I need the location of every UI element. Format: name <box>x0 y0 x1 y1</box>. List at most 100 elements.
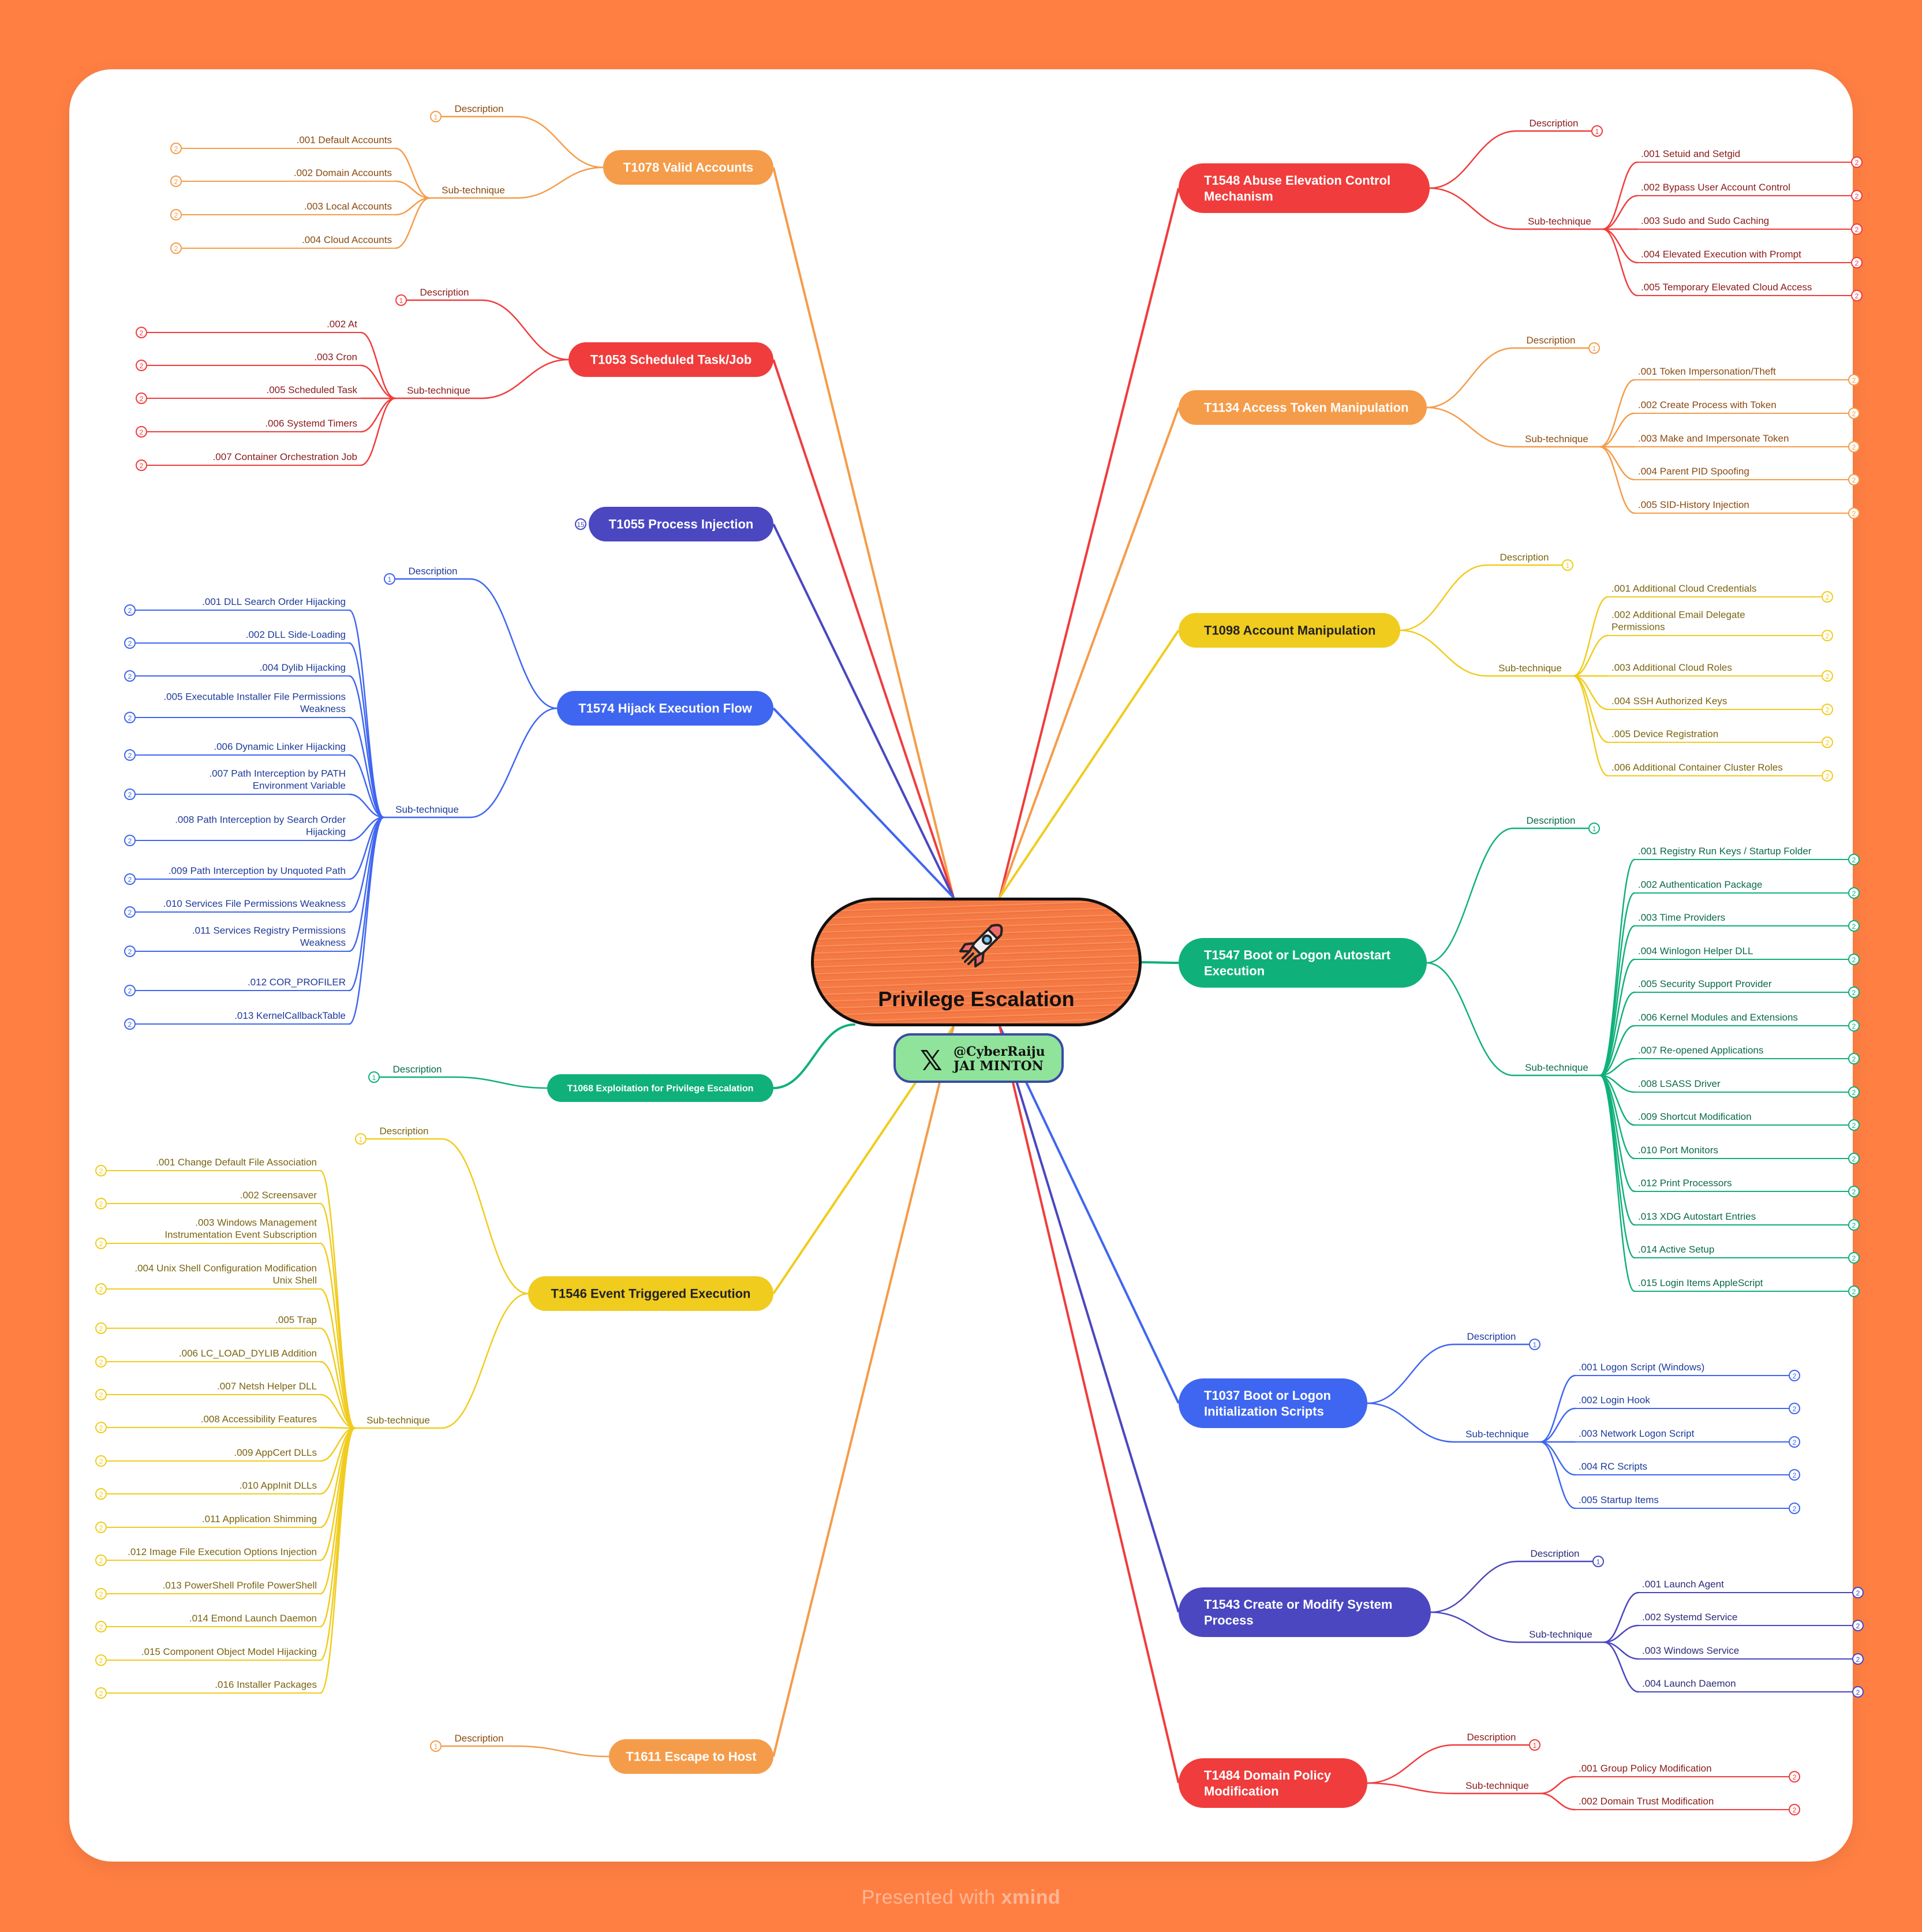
count-badge[interactable]: 2 <box>124 906 136 918</box>
count-badge[interactable]: 2 <box>124 604 136 616</box>
subtechnique-node[interactable]: Sub-technique <box>1487 663 1573 677</box>
count-badge[interactable]: 2 <box>1848 1219 1860 1231</box>
count-badge[interactable]: 2 <box>124 873 136 885</box>
count-badge[interactable]: 2 <box>1848 1119 1860 1131</box>
count-badge[interactable]: 2 <box>1848 887 1860 899</box>
count-badge[interactable]: 2 <box>1851 257 1863 268</box>
subtechnique-node[interactable]: Sub-technique <box>384 804 470 819</box>
topic-t1068[interactable]: T1068 Exploitation for Privilege Escalat… <box>547 1074 773 1102</box>
count-badge[interactable]: 2 <box>170 209 182 221</box>
count-badge[interactable]: 2 <box>124 946 136 957</box>
count-badge[interactable]: 2 <box>95 1554 107 1566</box>
count-badge[interactable]: 1 <box>1529 1339 1540 1350</box>
count-badge[interactable]: 1 <box>395 294 407 306</box>
count-badge[interactable]: 2 <box>1848 920 1860 932</box>
subtechnique-leaf[interactable]: .001 Logon Script (Windows)2 <box>1575 1362 1800 1381</box>
count-badge[interactable]: 2 <box>124 670 136 682</box>
count-badge[interactable]: 1 <box>430 1740 442 1752</box>
subtechnique-node[interactable]: Sub-technique <box>1517 1629 1604 1643</box>
subtechnique-leaf[interactable]: .012 Image File Execution Options Inject… <box>95 1546 320 1566</box>
central-topic[interactable]: Privilege Escalation <box>811 898 1142 1026</box>
count-badge[interactable]: 2 <box>1852 1653 1864 1665</box>
subtechnique-node[interactable]: Sub-technique <box>430 185 517 199</box>
subtechnique-node[interactable]: Sub-technique <box>1454 1780 1540 1795</box>
count-badge[interactable]: 2 <box>124 637 136 649</box>
count-badge[interactable]: 2 <box>1848 507 1860 519</box>
count-badge[interactable]: 2 <box>1851 156 1863 168</box>
count-badge[interactable]: 2 <box>1789 1403 1800 1414</box>
count-badge[interactable]: 2 <box>95 1389 107 1400</box>
count-badge[interactable]: 1 <box>1562 559 1573 571</box>
author-credit-badge[interactable]: 𝕏 @CyberRaiju JAI MINTON <box>893 1033 1064 1083</box>
count-badge[interactable]: 1 <box>1529 1739 1540 1751</box>
count-badge[interactable]: 2 <box>95 1238 107 1249</box>
count-badge[interactable]: 2 <box>95 1687 107 1699</box>
subtechnique-leaf[interactable]: .004 Unix Shell Configuration Modificati… <box>95 1262 320 1295</box>
count-badge[interactable]: 2 <box>124 789 136 800</box>
count-badge[interactable]: 2 <box>1848 954 1860 965</box>
count-badge[interactable]: 2 <box>95 1322 107 1334</box>
count-badge[interactable]: 2 <box>1848 1153 1860 1164</box>
count-badge[interactable]: 1 <box>430 111 442 122</box>
subtechnique-node[interactable]: Sub-technique <box>1454 1429 1540 1443</box>
topic-t1546[interactable]: T1546 Event Triggered Execution <box>528 1276 773 1311</box>
subtechnique-node[interactable]: Sub-technique <box>395 385 482 399</box>
count-badge[interactable]: 2 <box>1789 1771 1800 1782</box>
count-badge[interactable]: 2 <box>1822 770 1833 782</box>
count-badge[interactable]: 2 <box>136 393 147 404</box>
topic-t1053[interactable]: T1053 Scheduled Task/Job <box>569 342 773 377</box>
count-badge[interactable]: 2 <box>95 1588 107 1600</box>
count-badge[interactable]: 2 <box>170 143 182 154</box>
subtechnique-node[interactable]: Sub-technique <box>1513 434 1600 448</box>
count-badge[interactable]: 2 <box>1789 1436 1800 1448</box>
count-badge[interactable]: 2 <box>95 1283 107 1295</box>
count-badge[interactable]: 2 <box>170 242 182 254</box>
count-badge[interactable]: 1 <box>1588 823 1600 834</box>
count-badge[interactable]: 2 <box>1848 374 1860 386</box>
count-badge[interactable]: 2 <box>1848 986 1860 998</box>
